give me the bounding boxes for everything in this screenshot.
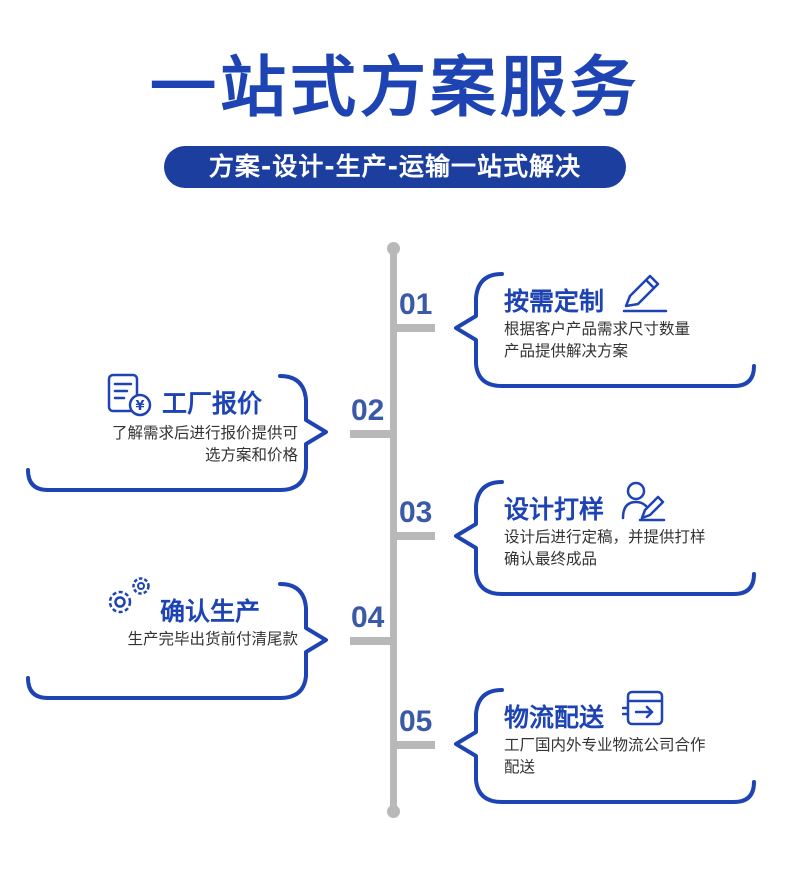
step-title: 按需定制 — [504, 287, 605, 316]
timeline-tick-03 — [393, 532, 435, 540]
timeline-tick-01 — [393, 324, 435, 332]
desc-line: 了解需求后进行报价提供可 — [111, 424, 298, 442]
subtitle-banner: 方案-设计-生产-运输一站式解决 — [164, 146, 626, 188]
step-number-03: 03 — [399, 496, 433, 529]
desc-line: 根据客户产品需求尺寸数量 — [504, 320, 691, 338]
card-frame — [454, 688, 756, 804]
step-title: 确认生产 — [160, 597, 261, 626]
step-description: 工厂国内外专业物流公司合作 配送 — [504, 734, 706, 778]
desc-line: 配送 — [504, 758, 536, 776]
desc-line: 产品提供解决方案 — [504, 342, 629, 360]
timeline-tick-02 — [350, 430, 393, 438]
step-title: 工厂报价 — [162, 389, 263, 418]
desc-line: 确认最终成品 — [504, 550, 598, 568]
step-description: 设计后进行定稿，并提供打样 确认最终成品 — [504, 526, 706, 570]
step-number-05: 05 — [399, 705, 433, 738]
desc-line: 选方案和价格 — [204, 446, 298, 464]
delivery-box-icon — [622, 690, 664, 726]
timeline-line — [390, 246, 397, 812]
timeline-end-dot — [387, 805, 400, 818]
card-frame — [26, 582, 328, 700]
timeline-tick-04 — [350, 637, 393, 645]
step-card-02: ¥ 工厂报价 了解需求后进行报价提供可 选方案和价格 — [22, 370, 334, 496]
svg-text:¥: ¥ — [135, 399, 144, 414]
pen-icon — [622, 274, 668, 313]
step-description: 了解需求后进行报价提供可 选方案和价格 — [52, 422, 298, 466]
step-number-04: 04 — [351, 601, 385, 634]
card-frame — [454, 272, 756, 388]
desc-line: 生产完毕出货前付清尾款 — [127, 630, 298, 648]
card-frame — [26, 374, 328, 492]
step-card-01: 按需定制 根据客户产品需求尺寸数量 产品提供解决方案 — [450, 268, 760, 392]
timeline-start-dot — [387, 242, 400, 255]
desc-line: 工厂国内外专业物流公司合作 — [504, 736, 706, 754]
step-number-01: 01 — [399, 288, 433, 321]
step-title: 物流配送 — [504, 703, 605, 732]
step-card-05: 物流配送 工厂国内外专业物流公司合作 配送 — [450, 684, 760, 808]
step-card-04: 确认生产 生产完毕出货前付清尾款 — [22, 577, 334, 704]
desc-line: 设计后进行定稿，并提供打样 — [504, 528, 706, 546]
card-frame — [454, 480, 756, 596]
step-description: 生产完毕出货前付清尾款 — [52, 628, 298, 650]
designer-icon — [621, 481, 666, 522]
step-title: 设计打样 — [504, 495, 605, 524]
step-number-02: 02 — [351, 394, 385, 427]
gears-icon — [108, 577, 150, 614]
step-card-03: 设计打样 设计后进行定稿，并提供打样 确认最终成品 — [450, 476, 760, 600]
step-description: 根据客户产品需求尺寸数量 产品提供解决方案 — [504, 318, 690, 362]
page-title: 一站式方案服务 — [150, 49, 640, 126]
timeline-tick-05 — [393, 741, 435, 749]
price-document-icon: ¥ — [107, 373, 152, 417]
